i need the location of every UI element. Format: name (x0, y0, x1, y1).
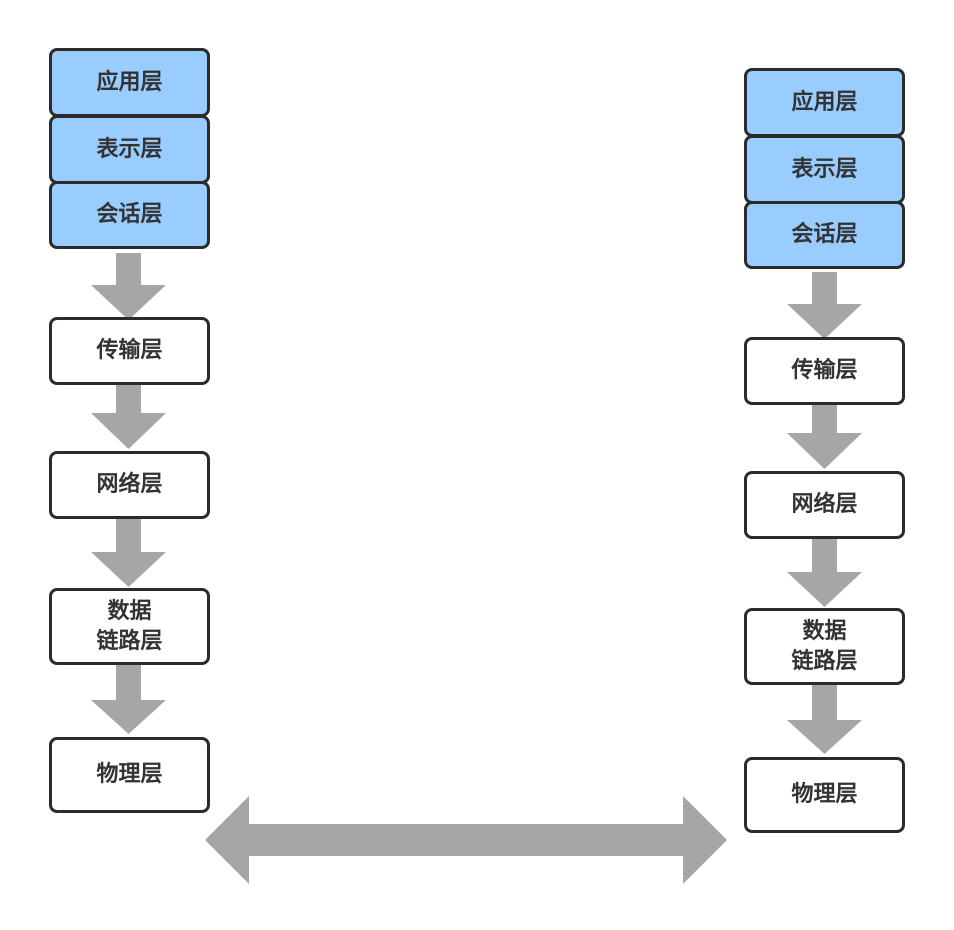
right-down-arrow-1 (787, 272, 862, 339)
right-transport-layer: 传输层 (744, 337, 905, 405)
left-application-label: 应用层 (96, 69, 163, 95)
left-down-arrow-2 (91, 384, 166, 449)
right-application-layer: 应用层 (744, 68, 905, 137)
bidirectional-arrow (205, 796, 727, 884)
right-physical-layer: 物理层 (744, 757, 905, 833)
left-physical-layer: 物理层 (49, 737, 210, 813)
right-down-arrow-3 (787, 538, 862, 607)
left-network-label: 网络层 (96, 472, 163, 497)
right-datalink-layer: 数据 链路层 (744, 608, 905, 685)
right-network-label: 网络层 (791, 492, 858, 517)
left-presentation-label: 表示层 (96, 136, 163, 162)
left-transport-label: 传输层 (96, 338, 163, 363)
left-network-layer: 网络层 (49, 451, 210, 519)
right-session-label: 会话层 (791, 222, 858, 247)
left-application-layer: 应用层 (49, 48, 210, 117)
left-down-arrow-4 (91, 664, 166, 734)
right-datalink-label: 数据 链路层 (791, 618, 858, 674)
left-down-arrow-3 (91, 518, 166, 587)
left-presentation-layer: 表示层 (49, 115, 210, 184)
right-physical-label: 物理层 (791, 782, 858, 807)
right-down-arrow-2 (787, 404, 862, 469)
left-datalink-layer: 数据 链路层 (49, 588, 210, 665)
left-down-arrow-1 (91, 253, 166, 320)
right-presentation-label: 表示层 (791, 156, 858, 182)
right-session-layer: 会话层 (744, 201, 905, 269)
left-datalink-label: 数据 链路层 (96, 598, 163, 654)
right-down-arrow-4 (787, 684, 862, 754)
right-presentation-layer: 表示层 (744, 135, 905, 204)
left-session-label: 会话层 (96, 202, 163, 227)
right-application-label: 应用层 (791, 89, 858, 115)
left-transport-layer: 传输层 (49, 317, 210, 385)
left-session-layer: 会话层 (49, 181, 210, 249)
left-physical-label: 物理层 (96, 762, 163, 787)
right-transport-label: 传输层 (791, 358, 858, 383)
right-network-layer: 网络层 (744, 471, 905, 539)
